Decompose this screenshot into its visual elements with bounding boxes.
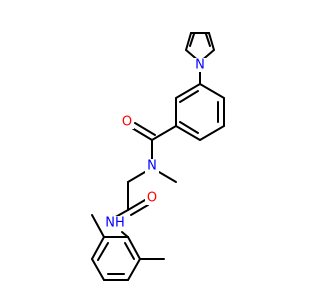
bond-carbonyl2-double-2 <box>130 204 149 216</box>
bond-carbonyl-double-1 <box>131 127 153 141</box>
carbonyl-oxygen-top-label: O <box>122 115 132 130</box>
bonds <box>91 32 225 281</box>
bond-n-methyl <box>158 171 177 183</box>
background <box>0 0 300 300</box>
anilide-nh: NH <box>103 216 127 231</box>
benzamide-ring <box>175 83 225 141</box>
amide-nitrogen-label: N <box>147 159 157 174</box>
bond-carbonyl2-double-1 <box>127 199 146 211</box>
molecule-structure: N O N O NH <box>0 0 300 300</box>
xylyl-ring <box>91 236 141 281</box>
bond-ring-carbonyl <box>151 125 177 141</box>
bond-ortho-methyl <box>91 214 105 238</box>
pyrrole-ring <box>185 32 215 63</box>
amide-nitrogen: N <box>145 159 159 174</box>
carbonyl-oxygen-bottom-label: O <box>147 191 157 206</box>
atom-labels: N O N O NH <box>103 58 207 231</box>
anilide-nh-label: NH <box>105 216 125 231</box>
pyrrole-nitrogen-label: N <box>195 58 205 73</box>
carbonyl-oxygen-top: O <box>120 115 134 130</box>
bond-n-ch2 <box>127 171 146 183</box>
carbonyl-oxygen-bottom: O <box>145 191 159 206</box>
bond-carbonyl-double-2 <box>134 122 156 136</box>
pyrrole-nitrogen: N <box>193 58 207 73</box>
